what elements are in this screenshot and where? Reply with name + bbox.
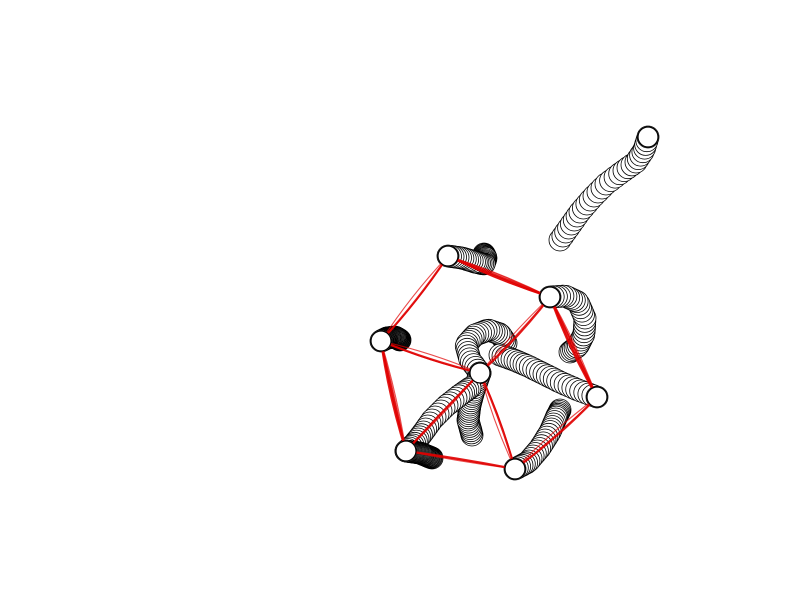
graph-edge <box>479 372 516 470</box>
graph-edge <box>514 396 598 470</box>
graph-edge <box>380 340 407 452</box>
graph-node-center[interactable] <box>469 362 491 384</box>
graph-edge <box>380 340 481 374</box>
graph-edge <box>405 372 481 452</box>
graph-edge <box>405 450 516 470</box>
graph-edge <box>479 296 551 374</box>
graph-nodes <box>370 126 659 480</box>
graph-edges <box>379 254 599 471</box>
graph-edge <box>549 296 598 398</box>
graph-edge <box>405 372 481 452</box>
graph-edge <box>379 254 450 343</box>
graph-node-top[interactable] <box>437 245 459 267</box>
graph-edge <box>479 372 516 470</box>
graph-edge <box>549 296 598 398</box>
graph-edge <box>447 255 551 298</box>
graph-node-upper[interactable] <box>539 286 561 308</box>
graph-node-botleft[interactable] <box>395 440 417 462</box>
graph-edge <box>447 255 551 298</box>
graph-node-left[interactable] <box>370 330 392 352</box>
graph-edge <box>514 396 598 470</box>
graph-node-far[interactable] <box>637 126 659 148</box>
graph-edge <box>478 371 517 471</box>
graph-edge <box>380 255 449 342</box>
graph-edge <box>479 296 551 374</box>
graph-edge <box>549 296 598 398</box>
graph-edge <box>380 340 481 374</box>
graph-node-bottom[interactable] <box>504 458 526 480</box>
graph-edge <box>380 255 449 342</box>
graph-node-right[interactable] <box>586 386 608 408</box>
